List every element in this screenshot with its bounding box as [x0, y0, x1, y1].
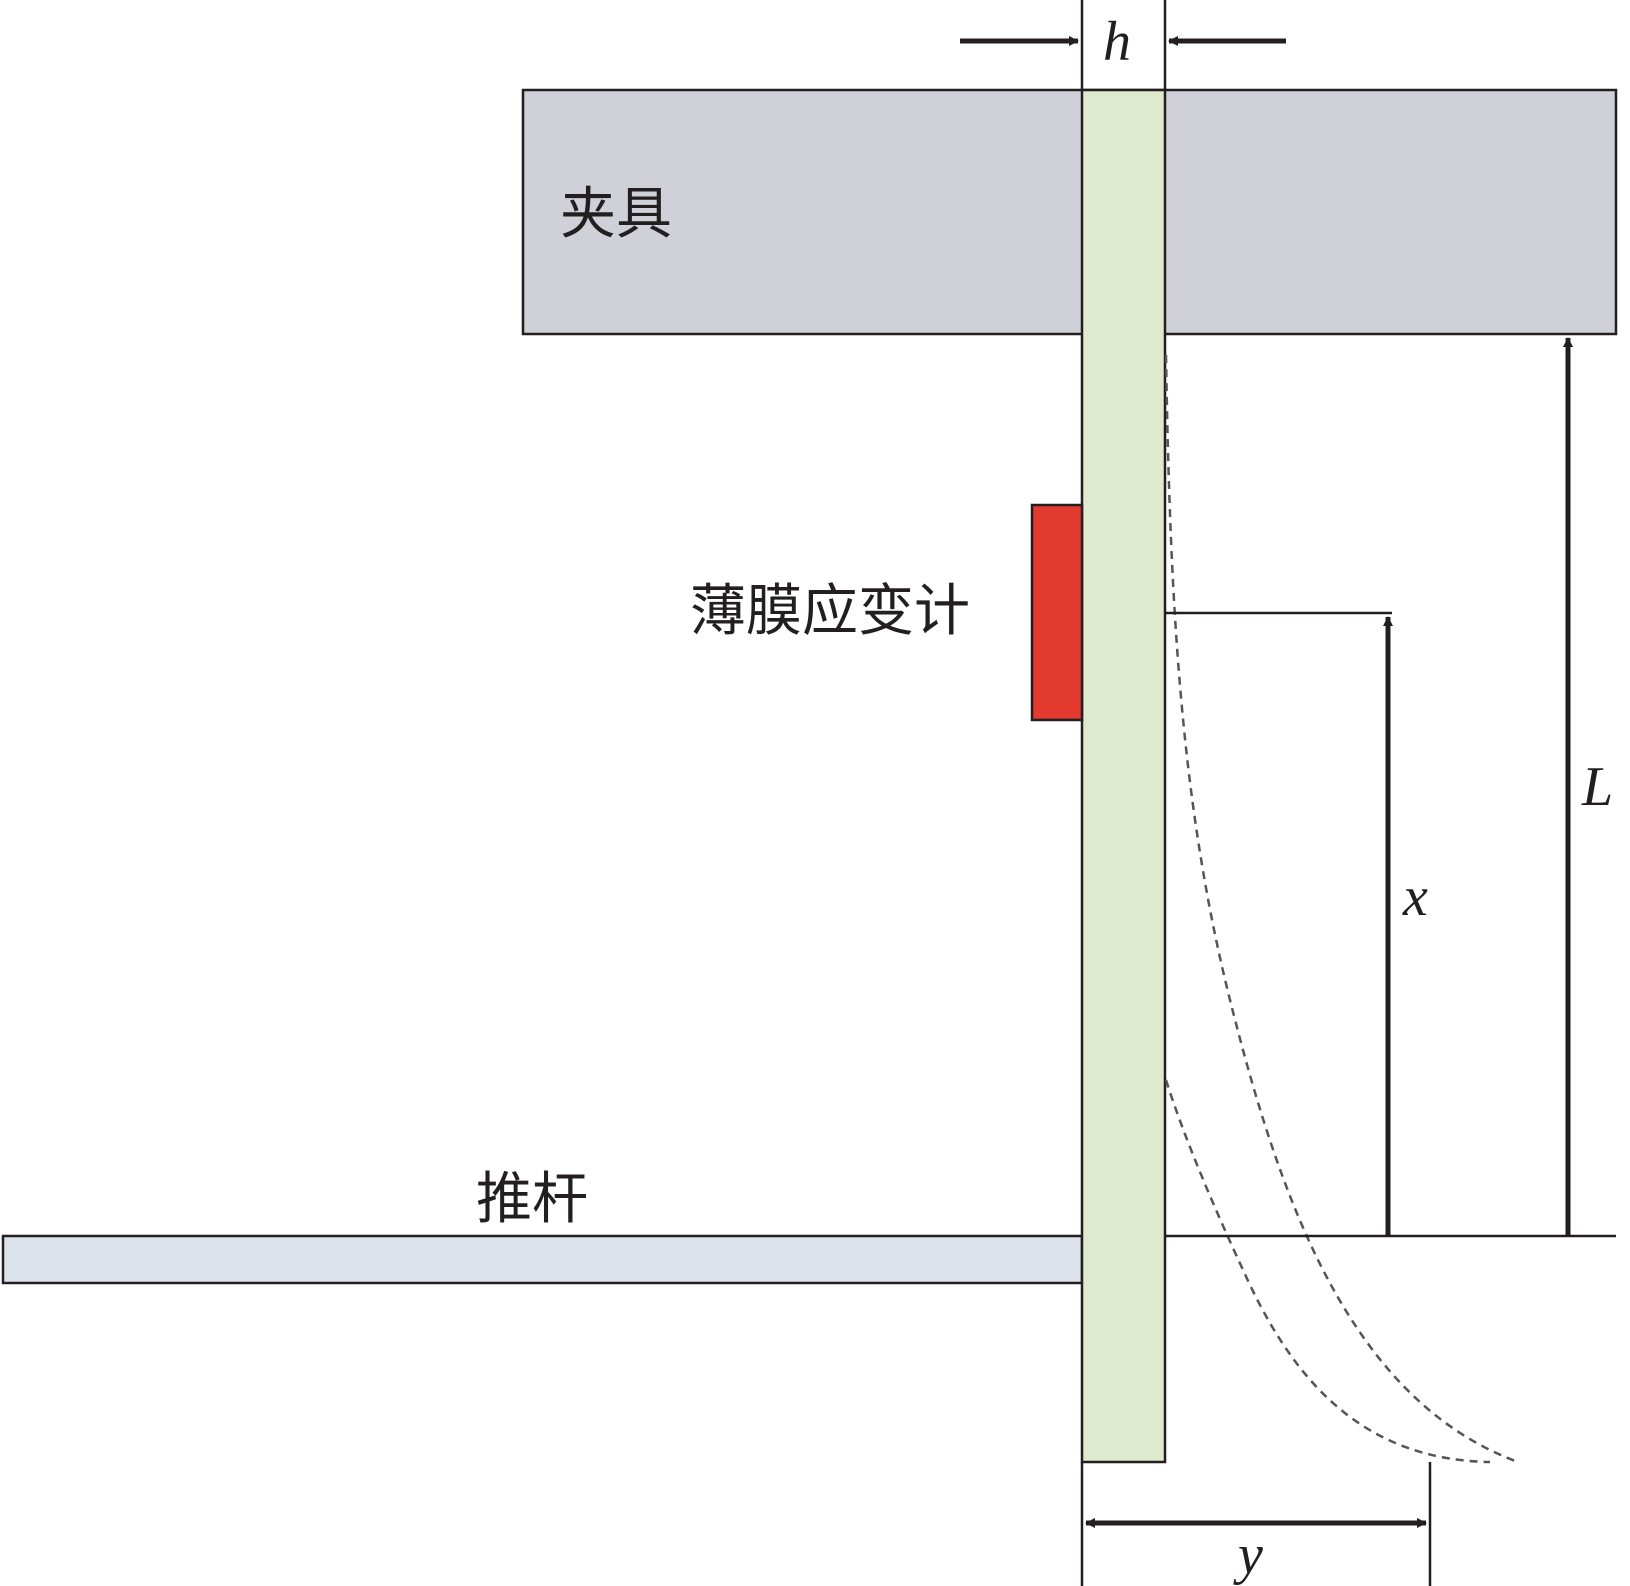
deflection-y-label: y — [1233, 1524, 1263, 1586]
push-rod-label: 推杆 — [476, 1167, 588, 1232]
push-rod — [1, 1234, 1084, 1285]
length-L-label: L — [1581, 756, 1613, 818]
deflection-curve-outer — [1164, 354, 1519, 1464]
position-x-label: x — [1402, 866, 1428, 928]
thickness-label: h — [1103, 11, 1131, 73]
clamp-block — [521, 88, 1618, 336]
deflection-curve-inner — [1164, 1079, 1491, 1464]
clamp-label: 夹具 — [560, 182, 672, 247]
strain-gauge — [1030, 503, 1084, 722]
strain-gauge-label: 薄膜应变计 — [690, 579, 970, 644]
beam — [1080, 88, 1167, 1464]
